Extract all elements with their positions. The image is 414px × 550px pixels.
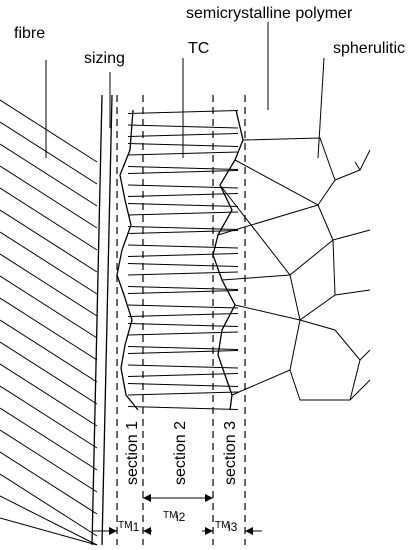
dim-i1-main: TM — [118, 520, 132, 531]
fibre-hatch-line — [0, 385, 98, 449]
tc-lamella-line — [127, 166, 239, 170]
dim-i2-main: TM — [163, 510, 177, 521]
sizing-label: sizing — [84, 50, 125, 67]
fibre-hatching — [0, 99, 98, 546]
fibre-hatch-line — [0, 517, 98, 546]
fibre-hatch-line — [0, 407, 98, 471]
tc-lamella-line — [127, 253, 239, 257]
tc-label: TC — [188, 40, 209, 57]
tc-lamella-line — [127, 350, 239, 354]
fibre-hatch-line — [0, 121, 98, 185]
tc-lamella-line — [127, 383, 239, 387]
tc-lamella-line — [127, 364, 239, 369]
dimension-i3: TM i3 — [202, 520, 262, 535]
spherulitic-label: spherulitic — [333, 40, 405, 57]
tc-right-boundary — [212, 109, 244, 411]
fibre-hatch-line — [0, 363, 98, 427]
tc-lamella-line — [127, 193, 239, 197]
fibre-hatch-line — [0, 187, 98, 251]
fibre-hatch-line — [0, 209, 98, 273]
fibre-hatch-line — [0, 473, 98, 537]
section-1-label: section 1 — [124, 421, 141, 485]
fibre-region — [0, 94, 103, 546]
tc-lamella-line — [127, 184, 239, 189]
spherulitic-region — [217, 137, 371, 401]
tc-lamella-line — [127, 373, 239, 377]
fibre-edge — [91, 94, 103, 546]
tc-lamella-line — [127, 226, 239, 230]
fibre-hatch-line — [0, 165, 98, 229]
fibre-hatch-line — [0, 429, 98, 493]
fibre-hatch-line — [0, 495, 98, 546]
fibre-hatch-line — [0, 341, 98, 405]
tc-lamella-line — [127, 271, 239, 276]
tc-lamella-line — [127, 331, 239, 336]
dim-i1-sub: i1 — [130, 520, 140, 534]
spherulitic-leader — [317, 57, 325, 159]
section-2-label: section 2 — [172, 421, 189, 485]
tc-lamella-line — [127, 313, 239, 317]
section-3-label: section 3 — [222, 421, 239, 485]
dimension-i1: TM i1 — [92, 520, 152, 535]
tc-lamella-line — [127, 203, 239, 207]
tc-lamella-line — [127, 244, 239, 249]
fibre-hatch-line — [0, 253, 98, 317]
tc-lamella-line — [127, 391, 239, 396]
dim-i3-sub: i3 — [228, 520, 238, 534]
tc-lamella-line — [127, 406, 239, 410]
fibre-hatch-line — [0, 231, 98, 295]
tc-lamella-line — [127, 290, 239, 294]
fibre-hatch-line — [0, 297, 98, 361]
fibre-hatch-line — [0, 275, 98, 339]
tc-lamella-line — [127, 323, 239, 327]
tc-lamella-line — [127, 286, 239, 290]
fibre-hatch-line — [0, 143, 98, 207]
tc-region — [116, 109, 244, 411]
fibre-hatch-line — [0, 451, 98, 515]
tc-lamella-line — [127, 230, 239, 234]
tc-lamellae — [127, 110, 239, 410]
fibre-hatch-line — [0, 99, 98, 163]
tc-lamella-line — [127, 304, 239, 309]
dimension-i2: TM i2 — [143, 494, 213, 524]
polymer-label: semicrystalline polymer — [186, 5, 353, 22]
fibre-label: fibre — [14, 25, 45, 42]
sizing-line — [101, 94, 113, 546]
tc-lamella-line — [127, 346, 239, 350]
tc-lamella-line — [127, 211, 239, 216]
dim-i2-sub: i2 — [176, 510, 186, 524]
tc-lamella-line — [127, 170, 239, 174]
section-dashed-lines — [116, 95, 246, 545]
fibre-hatch-line — [0, 319, 98, 383]
dim-i3-main: TM — [215, 520, 229, 531]
tc-lamella-line — [127, 263, 239, 267]
